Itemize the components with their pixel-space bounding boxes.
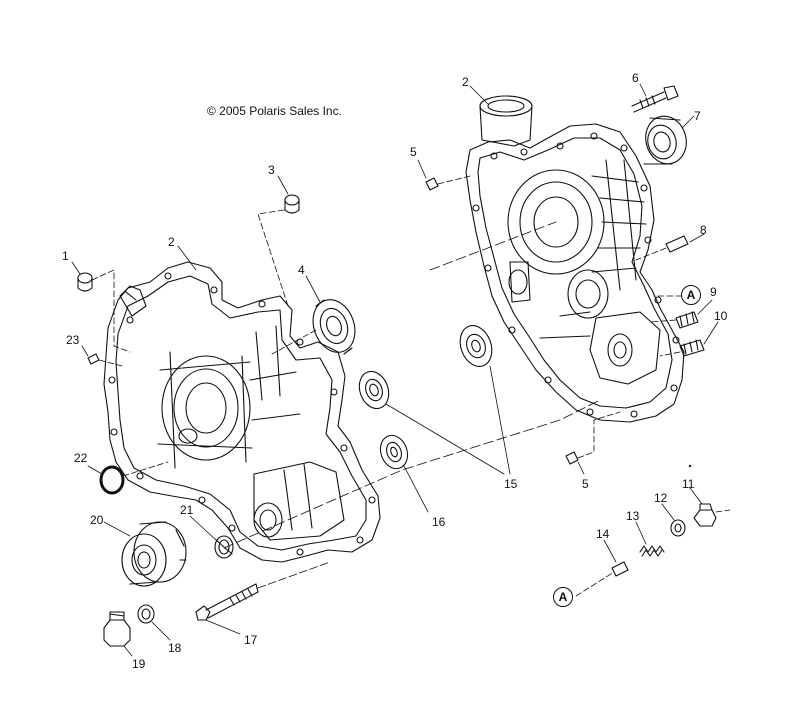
part-8-pin [666,236,688,252]
leader-lines [72,84,730,656]
part-6-bolt [632,86,678,112]
callout-9: 9 [710,285,717,299]
part-15-bearing-right [455,321,498,371]
callout-19: 19 [132,657,146,671]
callout-13: 13 [626,509,640,523]
callout-5-top: 5 [410,145,417,159]
part-19-drain-plug [104,612,130,646]
part-15-bearing-left [354,367,393,412]
callout-5-bottom: 5 [582,477,589,491]
part-21-seal [215,536,233,558]
callout-10: 10 [714,309,728,323]
part-18-washer [138,605,154,623]
callout-6: 6 [632,71,639,85]
callout-11: 11 [682,477,695,491]
right-crankcase [466,96,684,422]
part-16-bearing [376,432,412,473]
part-5-pin-bottom [566,452,578,464]
reference-marker-a-upper: A [681,285,701,305]
callout-23: 23 [66,333,80,347]
part-17-long-bolt [196,584,258,620]
part-12-washer [671,520,685,536]
callout-14: 14 [596,527,610,541]
callout-7: 7 [694,109,701,123]
callout-15: 15 [504,477,518,491]
callout-21: 21 [180,503,194,517]
callout-4: 4 [298,263,305,277]
callout-2-left: 2 [168,235,175,249]
part-1-bushing [78,273,92,291]
part-23-pin [88,354,99,364]
part-9-fitting [676,312,698,328]
callout-2-right: 2 [462,75,469,89]
part-11-plug [694,504,716,526]
part-5-pin-top [426,178,438,190]
callout-17: 17 [244,633,258,647]
callout-12: 12 [654,491,668,505]
part-3-bushing [285,195,299,213]
part-10-fitting [680,340,704,356]
callout-16: 16 [432,515,446,529]
callout-22: 22 [74,451,88,465]
callout-3: 3 [268,163,275,177]
callout-1: 1 [62,249,69,263]
part-4-bearing [306,294,362,358]
callout-8: 8 [700,223,707,237]
callout-18: 18 [168,641,182,655]
part-22-o-ring [101,467,123,493]
part-13-spring [640,546,664,556]
callout-20: 20 [90,513,104,527]
left-crankcase [104,262,380,562]
copyright-notice: © 2005 Polaris Sales Inc. [207,104,342,118]
part-20-pulley [122,522,186,586]
reference-marker-a-lower: A [553,587,573,607]
part-14-plunger [612,562,628,576]
part-7-oil-seal [640,112,691,169]
